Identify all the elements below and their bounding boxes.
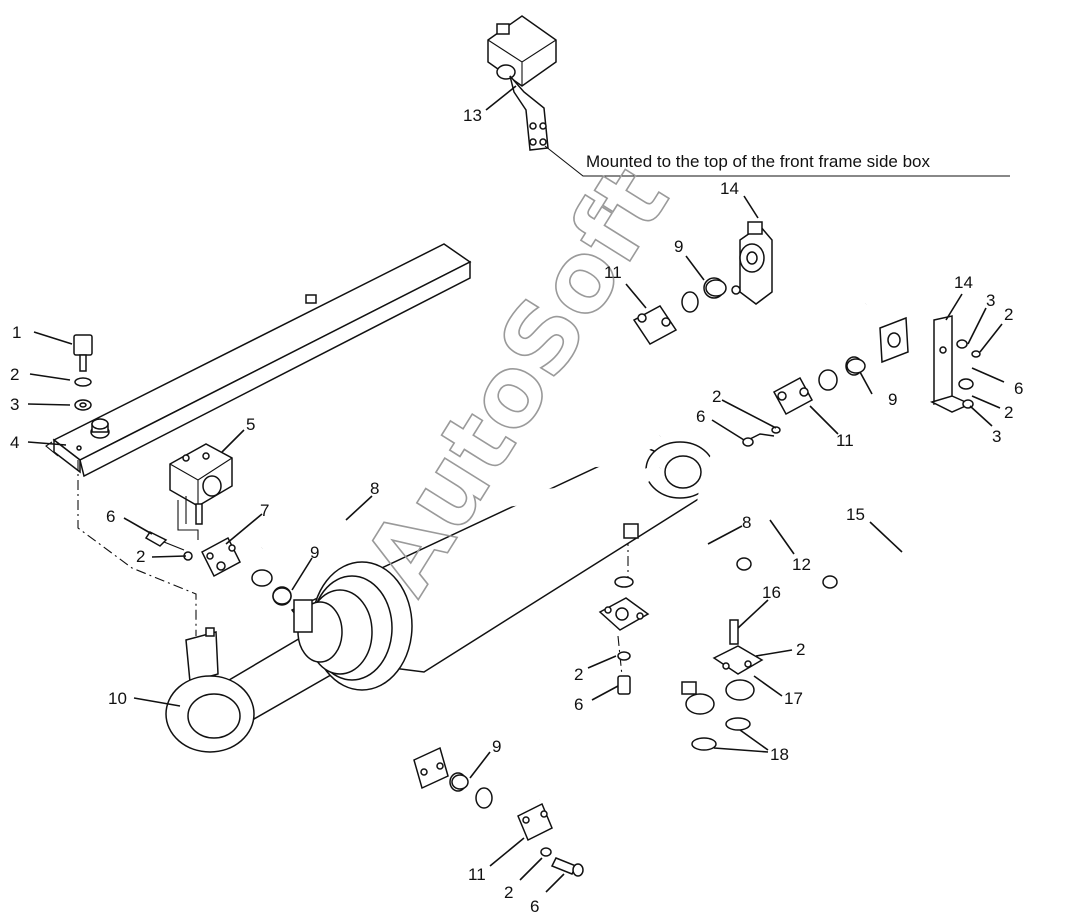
callout-2-mid: 2: [712, 387, 721, 406]
hose-8-right: [538, 394, 783, 807]
o-rings-9: [272, 279, 866, 790]
hose-8-left: [258, 462, 664, 554]
part-14-bracket-top: [731, 221, 773, 305]
callout-11-top: 11: [604, 263, 622, 282]
callout-2-fitting: 2: [796, 640, 805, 659]
callout-17: 17: [784, 689, 803, 708]
part-14-bracket-right: [879, 315, 981, 413]
callout-12: 12: [792, 555, 811, 574]
mid-flange: [598, 576, 650, 695]
callout-6-left: 6: [106, 507, 115, 526]
callout-2-bottom: 2: [504, 883, 513, 902]
hose-upper-loop: [532, 320, 664, 468]
part-11-clamp-bottom: [517, 802, 584, 877]
part-13-switch-bracket: [487, 15, 557, 151]
callout-5: 5: [246, 415, 255, 434]
callout-9-right: 9: [888, 390, 897, 409]
part-17-valve-block: [681, 557, 838, 715]
callouts: 13 14 9 11 14 3 2 1 2 3 4 5 9 2 6 11 6 2…: [10, 106, 1023, 916]
callout-1: 1: [12, 323, 21, 342]
callout-8-right: 8: [742, 513, 751, 532]
callout-2-left-mid: 2: [136, 547, 145, 566]
tube-bottom-left: [394, 618, 614, 767]
callout-13: 13: [463, 106, 482, 125]
callout-6-bottom: 6: [530, 897, 539, 916]
callout-3-left: 3: [10, 395, 19, 414]
callout-7: 7: [260, 501, 269, 520]
parts-1-2-3-bolt-washers: [73, 334, 93, 411]
callout-3-right: 3: [992, 427, 1001, 446]
callout-9-bottom: 9: [492, 737, 501, 756]
callout-6-mid-flange: 6: [574, 695, 583, 714]
callout-2-left: 2: [10, 365, 19, 384]
callout-9-left: 9: [310, 543, 319, 562]
part-5-sensor: [169, 443, 233, 540]
mounting-note: Mounted to the top of the front frame si…: [586, 152, 930, 171]
callout-11-bottom: 11: [468, 865, 486, 884]
callout-14-right: 14: [954, 273, 973, 292]
callout-3-right-top: 3: [986, 291, 995, 310]
part-4-frame-side-box: [45, 243, 472, 478]
part-10-rod-eye: [165, 622, 352, 753]
note-leader: [544, 145, 1010, 177]
callout-6-right: 6: [1014, 379, 1023, 398]
callout-18: 18: [770, 745, 789, 764]
parts-18-orings: [691, 717, 751, 751]
callout-4: 4: [10, 433, 19, 452]
callout-10: 10: [108, 689, 127, 708]
callout-6-mid: 6: [696, 407, 705, 426]
callout-2-right: 2: [1004, 403, 1013, 422]
tube-12: [719, 222, 820, 669]
callout-14-top: 14: [720, 179, 739, 198]
callout-16: 16: [762, 583, 781, 602]
callout-11-mid: 11: [836, 431, 854, 450]
callout-2-right-top: 2: [1004, 305, 1013, 324]
callout-2-mid-flange: 2: [574, 665, 583, 684]
leader-lines: [27, 85, 1005, 893]
assembly-line-left: [77, 460, 197, 636]
callout-8-left: 8: [370, 479, 379, 498]
tube-15: [718, 290, 959, 667]
callout-15: 15: [846, 505, 865, 524]
callout-9-top: 9: [674, 237, 683, 256]
